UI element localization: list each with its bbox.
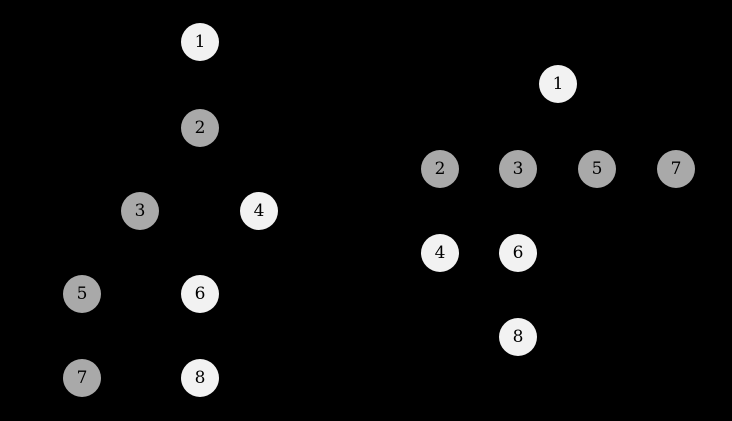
graph-node: 4 xyxy=(421,234,459,272)
graph-node: 6 xyxy=(499,234,537,272)
graph-node: 5 xyxy=(578,150,616,188)
graph-node: 8 xyxy=(181,359,219,397)
graph-node: 1 xyxy=(181,23,219,61)
graph-node: 2 xyxy=(181,109,219,147)
graph-node: 3 xyxy=(499,150,537,188)
graph-node: 5 xyxy=(63,275,101,313)
graph-node: 1 xyxy=(539,65,577,103)
graph-node: 4 xyxy=(240,192,278,230)
graph-node: 8 xyxy=(499,318,537,356)
graph-node: 6 xyxy=(181,275,219,313)
graph-node: 7 xyxy=(657,150,695,188)
graph-node: 3 xyxy=(121,192,159,230)
graph-node: 7 xyxy=(63,359,101,397)
graph-node: 2 xyxy=(421,150,459,188)
